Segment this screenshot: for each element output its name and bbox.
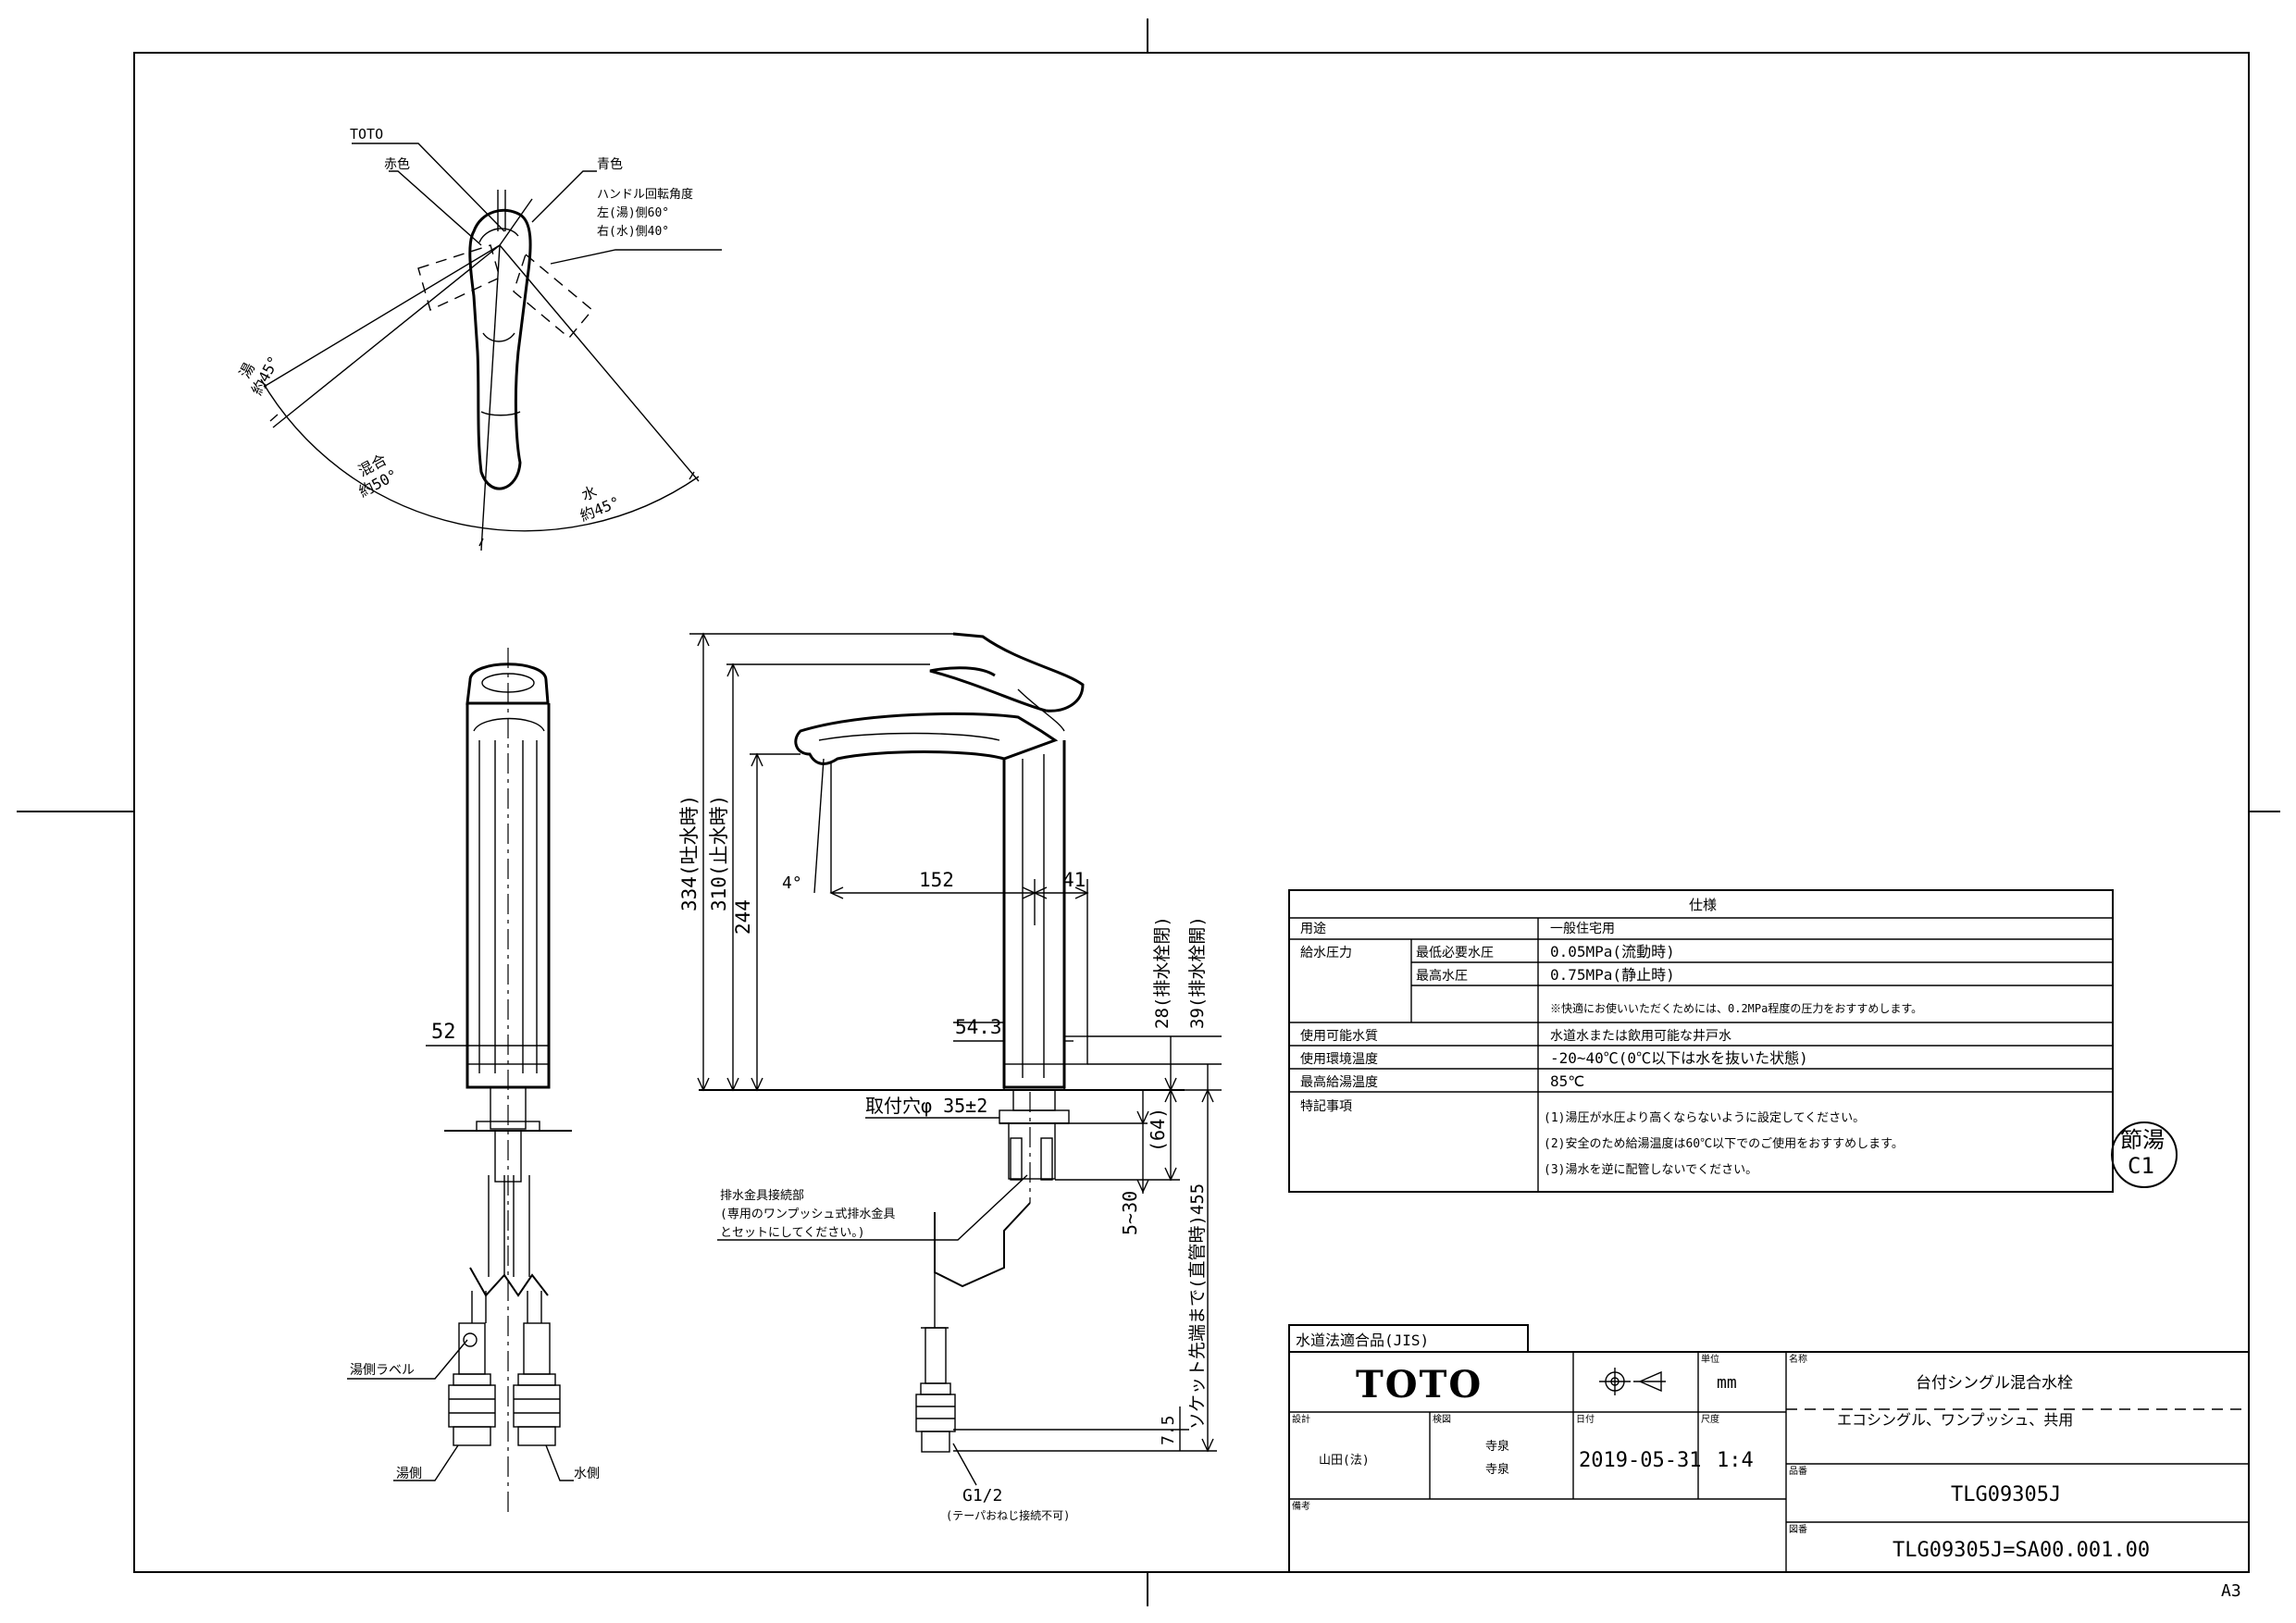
checker-name-2: 寺泉 (1485, 1462, 1509, 1477)
check-label: 検図 (1433, 1413, 1451, 1425)
scale-label: 尺度 (1701, 1413, 1719, 1425)
toto-logo: TOTO (1356, 1363, 1483, 1406)
model-label: 品番 (1789, 1466, 1807, 1477)
top-view (260, 142, 722, 551)
unit-value: mm (1717, 1373, 1737, 1393)
hot-label: 湯 (236, 360, 258, 381)
drain-note-2: (専用のワンプッシュ式排水金具 (720, 1207, 895, 1221)
spec-table (1288, 889, 2114, 1193)
spec-value: (2)安全のため給湯温度は60℃以下でのご使用をおすすめします。 (1544, 1136, 1904, 1151)
sheet-frame (17, 19, 2280, 1606)
drain-note-1: 排水金具接続部 (720, 1188, 804, 1203)
dim-310: 310(止水時) (708, 795, 730, 911)
red-label: 赤色 (384, 156, 410, 172)
drawing-scale: 1:4 (1717, 1449, 1754, 1472)
dim-152: 152 (919, 869, 954, 891)
spec-sub-label: 最高水圧 (1416, 968, 1468, 984)
badge-line2: C1 (2128, 1153, 2154, 1179)
notes-label: 備考 (1292, 1500, 1310, 1512)
spec-value: (1)湯圧が水圧より高くならないように設定してください。 (1544, 1110, 1865, 1125)
spec-value: 水道水または飲用可能な井戸水 (1550, 1029, 1731, 1044)
dim-28: 28(排水栓閉) (1152, 916, 1173, 1029)
design-label: 設計 (1292, 1413, 1310, 1425)
designer-name: 山田(法) (1319, 1454, 1370, 1468)
hot-side-label: 湯側 (396, 1466, 422, 1481)
spec-rows: 用途 一般住宅用 給水圧力 最低必要水圧 0.05MPa(流動時) 最高水圧 0… (1300, 921, 1922, 1177)
title-block (1288, 1324, 2250, 1573)
model-number: TLG09305J (1951, 1483, 2061, 1506)
dim-5-30: 5~30 (1119, 1191, 1141, 1235)
front-view (347, 648, 574, 1518)
date-label: 日付 (1576, 1413, 1595, 1425)
handle-left-angle: 左(湯)側60° (597, 206, 669, 220)
angle-4: 4° (782, 873, 802, 893)
dim-455: ソケット先端まで(直管時)455 (1187, 1183, 1208, 1430)
spec-value: 0.05MPa(流動時) (1550, 943, 1675, 960)
side-view (689, 632, 1222, 1486)
checker-name-1: 寺泉 (1485, 1439, 1509, 1454)
spec-value: -20~40℃(0℃以下は水を抜いた状態) (1550, 1049, 1808, 1067)
spec-value: 0.75MPa(静止時) (1550, 966, 1675, 984)
product-name: 台付シングル混合水栓 (1916, 1374, 2073, 1393)
handle-angle-title: ハンドル回転角度 (597, 187, 693, 202)
product-subtitle: エコシングル、ワンプッシュ、共用 (1837, 1411, 2073, 1429)
dim-7-5: 7.5 (1159, 1415, 1178, 1445)
dim-54-3: 54.3 (955, 1016, 1002, 1038)
badge-line1: 節湯 (2120, 1127, 2165, 1153)
drawing-number: TLG09305J=SA00.001.00 (1893, 1539, 2150, 1562)
spec-label: 最高給湯温度 (1300, 1074, 1378, 1090)
drain-note-3: とセットにしてください。) (720, 1226, 865, 1240)
brand-label: TOTO (350, 126, 383, 142)
dim-64: (64) (1147, 1108, 1169, 1152)
dim-39: 39(排水栓開) (1187, 916, 1208, 1029)
spec-value: 85℃ (1550, 1072, 1584, 1090)
drawing-label: 図番 (1789, 1524, 1807, 1535)
dim-334: 334(吐水時) (678, 795, 701, 911)
water-saving-badge: 節湯 C1 (2111, 1121, 2178, 1188)
thread-note: (テーパおねじ接続不可) (946, 1508, 1070, 1522)
spec-label: 使用可能水質 (1300, 1028, 1378, 1044)
thread-size: G1/2 (962, 1486, 1002, 1505)
width-dim-52: 52 (431, 1021, 456, 1044)
unit-label: 単位 (1701, 1353, 1719, 1365)
blue-label: 青色 (597, 156, 623, 172)
sheet-size-label: A3 (2221, 1581, 2241, 1601)
cold-label: 水 (579, 482, 600, 504)
handle-right-angle: 右(水)側40° (597, 225, 669, 239)
spec-label: 給水圧力 (1300, 946, 1352, 960)
spec-value: 一般住宅用 (1550, 922, 1615, 936)
name-label: 名称 (1789, 1353, 1807, 1365)
cold-side-label: 水側 (574, 1467, 600, 1481)
spec-sub-label: 最低必要水圧 (1416, 946, 1494, 960)
dim-41: 41 (1062, 869, 1086, 891)
spec-value: ※快適にお使いいただくためには、0.2MPa程度の圧力をおすすめします。 (1550, 1001, 1922, 1015)
spec-label: 使用環境温度 (1300, 1051, 1378, 1067)
compliance-label: 水道法適合品(JIS) (1296, 1332, 1429, 1349)
dim-244: 244 (732, 899, 754, 935)
spec-value: (3)湯水を逆に配管しないでください。 (1544, 1162, 1757, 1177)
spec-label: 特記事項 (1300, 1098, 1352, 1114)
hot-cold-label: 湯側ラベル (350, 1362, 415, 1378)
mount-hole-dim: 取付穴φ 35±2 (865, 1095, 987, 1117)
spec-label: 用途 (1300, 921, 1326, 936)
spec-title: 仕様 (1689, 897, 1717, 913)
drawing-date: 2019-05-31 (1579, 1449, 1701, 1472)
